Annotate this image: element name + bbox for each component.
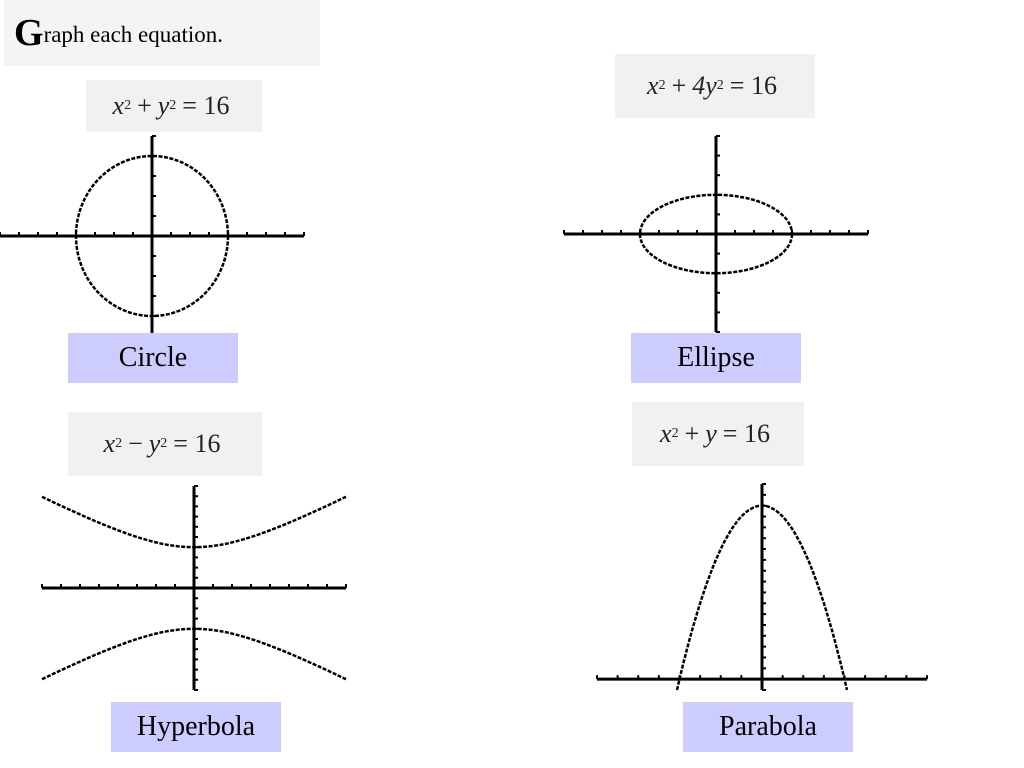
eq-operator: + bbox=[671, 71, 687, 100]
eq-exp-y: 2 bbox=[716, 78, 724, 93]
circle-curve bbox=[74, 154, 230, 318]
eq-x: x bbox=[660, 419, 672, 448]
eq-y: y bbox=[705, 419, 717, 448]
eq-exp-x: 2 bbox=[658, 78, 666, 93]
eq-exp-x: 2 bbox=[115, 436, 123, 451]
eq-operator: − bbox=[128, 429, 143, 458]
eq-operator: + bbox=[137, 91, 152, 120]
eq-exp-x: 2 bbox=[671, 426, 679, 441]
eq-operator: + bbox=[684, 419, 700, 448]
eq-x: x bbox=[647, 71, 659, 100]
parabola-graph bbox=[596, 483, 928, 691]
heading-text: raph each equation. bbox=[43, 22, 224, 47]
eq-x: x bbox=[103, 429, 116, 458]
eq-coef: 4 bbox=[692, 71, 706, 100]
hyperbola-upper-branch bbox=[41, 495, 347, 549]
ellipse-graph bbox=[563, 135, 869, 333]
eq-rhs: = 16 bbox=[173, 429, 221, 458]
instruction-heading: Graph each equation. bbox=[4, 0, 320, 66]
label-parabola: Parabola bbox=[683, 702, 853, 752]
label-circle: Circle bbox=[68, 333, 238, 383]
eq-rhs: = 16 bbox=[729, 71, 777, 100]
eq-rhs: = 16 bbox=[182, 91, 230, 120]
eq-exp-x: 2 bbox=[124, 98, 132, 113]
eq-exp-y: 2 bbox=[169, 98, 177, 113]
eq-x: x bbox=[112, 91, 125, 120]
hyperbola-graph bbox=[41, 485, 347, 691]
eq-y: y bbox=[705, 71, 717, 100]
circle-graph bbox=[0, 135, 305, 337]
eq-y: y bbox=[148, 429, 161, 458]
hyperbola-lower-branch bbox=[41, 627, 347, 681]
parabola-curve bbox=[675, 504, 849, 691]
heading-dropcap: G bbox=[14, 12, 44, 54]
label-ellipse: Ellipse bbox=[631, 333, 801, 383]
eq-y: y bbox=[157, 91, 170, 120]
eq-exp-y: 2 bbox=[160, 436, 168, 451]
label-hyperbola: Hyperbola bbox=[111, 702, 281, 752]
eq-rhs: = 16 bbox=[722, 419, 770, 448]
ellipse-curve bbox=[638, 193, 794, 275]
